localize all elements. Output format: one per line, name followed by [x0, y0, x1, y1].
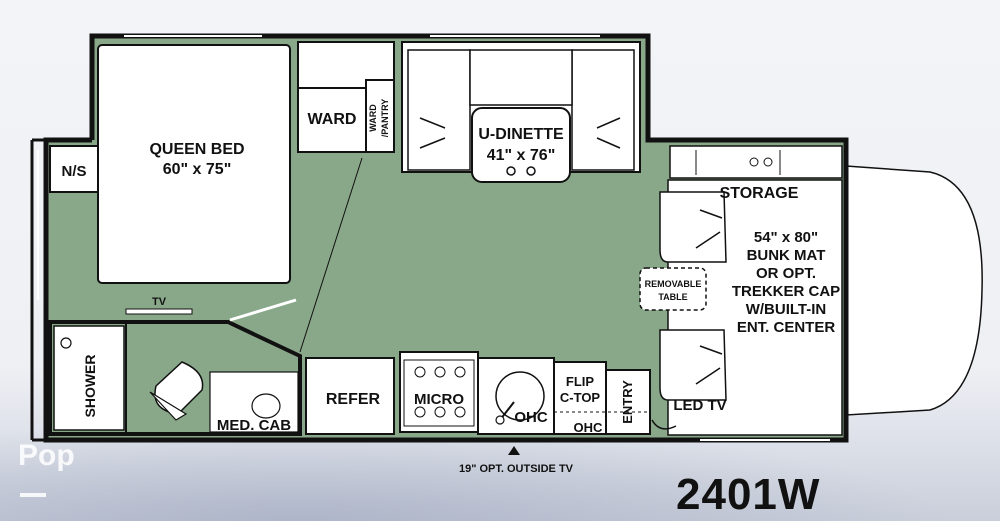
dinette-seat-right: [571, 49, 635, 171]
queen-bed-size: 60" x 75": [163, 161, 232, 178]
model-number: 2401W: [676, 470, 821, 519]
tv-label: TV: [152, 296, 167, 308]
led-tv-label: LED TV: [673, 397, 726, 414]
bunk-label-2: BUNK MAT: [747, 247, 826, 264]
ward-pantry-label-1: WARD: [368, 104, 378, 132]
bunk-label-6: ENT. CENTER: [737, 319, 836, 336]
ward-pantry-label-2: /PANTRY: [380, 99, 390, 138]
entry-door-swing: [651, 419, 677, 430]
removable-table-label-1: REMOVABLE: [645, 279, 702, 289]
med-cab-label: MED. CAB: [217, 417, 291, 434]
bunk-label-1: 54" x 80": [754, 229, 818, 246]
seatbelt-marks: [419, 117, 621, 149]
cab-seatbelt-marks: [695, 209, 723, 385]
ohc-sink-label: OHC: [514, 409, 548, 426]
flip-counter: [553, 361, 607, 435]
door-swing: [299, 157, 363, 353]
ohc-lower-label: OHC: [574, 420, 604, 435]
cab-nose: [845, 165, 983, 416]
dinette-back: [469, 49, 573, 106]
shower-label: SHOWER: [82, 355, 98, 418]
table-leg-left: [506, 166, 516, 176]
ward-pantry: [365, 79, 395, 153]
outside-tv-arrow: [508, 446, 520, 455]
watermark-bar: [20, 493, 46, 497]
bunk-label-3: OR OPT.: [756, 265, 816, 282]
entry-step: [605, 369, 651, 435]
refer-label: REFER: [326, 391, 381, 408]
refer: [305, 357, 395, 435]
bunk-label-4: TREKKER CAP: [732, 283, 840, 300]
range-burners: [414, 366, 466, 418]
wardrobe-label: WARD: [308, 111, 357, 128]
watermark-logo: Pop: [18, 439, 75, 472]
wardrobe: [297, 87, 367, 153]
bedroom-door: [229, 298, 297, 322]
nightstand-label: N/S: [61, 163, 86, 180]
dinette-size: 41" x 76": [487, 147, 556, 164]
toilet: [154, 361, 204, 415]
galley-sink: [495, 371, 545, 421]
removable-table: [639, 267, 707, 311]
micro-label: MICRO: [414, 391, 464, 408]
tv-mount: [125, 308, 193, 315]
dinette-label: U-DINETTE: [478, 126, 564, 143]
outside-tv-label: 19" OPT. OUTSIDE TV: [459, 463, 574, 475]
storage-label: STORAGE: [720, 185, 799, 202]
flip-label-2: C-TOP: [560, 390, 601, 405]
bunk-label-5: W/BUILT-IN: [746, 301, 827, 318]
dinette-seat-left: [407, 49, 471, 171]
dinette-table: [471, 107, 571, 183]
bath-sink: [251, 393, 281, 419]
removable-table-label-2: TABLE: [658, 292, 687, 302]
flip-label-1: FLIP: [566, 374, 594, 389]
table-leg-right: [526, 166, 536, 176]
front-cabinet: [669, 145, 843, 179]
outer-wall: [43, 33, 849, 443]
cab-seat-passenger: [659, 191, 727, 263]
cab-seat-driver: [659, 329, 727, 401]
nightstand: [49, 145, 99, 193]
queen-bed-label: QUEEN BED: [149, 141, 244, 158]
entry-label: ENTRY: [620, 380, 635, 424]
